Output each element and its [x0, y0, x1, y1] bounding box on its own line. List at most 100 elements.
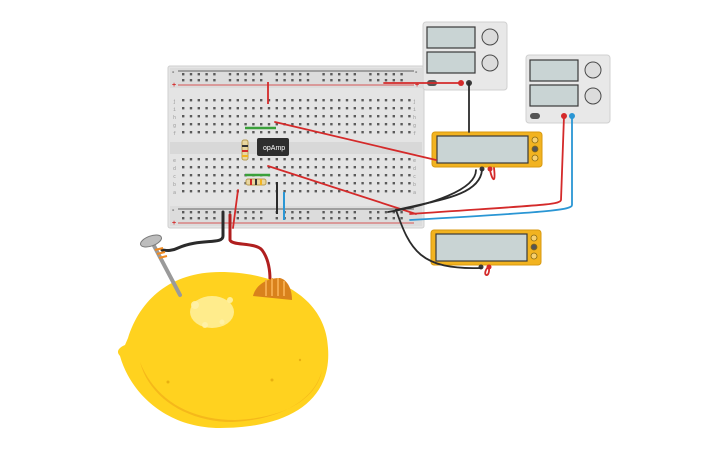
breadboard-hole[interactable]	[384, 123, 388, 126]
breadboard-hole[interactable]	[400, 115, 403, 118]
breadboard-hole[interactable]	[353, 107, 356, 110]
breadboard-hole[interactable]	[291, 99, 294, 102]
breadboard-hole[interactable]	[275, 131, 278, 134]
breadboard-hole[interactable]	[221, 190, 224, 193]
breadboard-hole[interactable]	[236, 158, 239, 161]
breadboard-hole[interactable]	[182, 217, 185, 220]
breadboard-hole[interactable]	[338, 115, 341, 118]
breadboard-hole[interactable]	[275, 79, 278, 82]
breadboard-hole[interactable]	[205, 107, 208, 110]
breadboard-hole[interactable]	[377, 107, 380, 110]
breadboard-hole[interactable]	[345, 211, 349, 214]
breadboard-hole[interactable]	[306, 131, 310, 134]
breadboard-hole[interactable]	[345, 182, 349, 185]
breadboard-hole[interactable]	[228, 107, 232, 110]
breadboard-hole[interactable]	[299, 166, 302, 169]
breadboard-hole[interactable]	[345, 131, 349, 134]
breadboard-hole[interactable]	[275, 107, 278, 110]
opamp-chip[interactable]: opAmp	[257, 138, 289, 156]
breadboard-hole[interactable]	[189, 107, 193, 110]
breadboard-hole[interactable]	[330, 182, 333, 185]
breadboard-hole[interactable]	[291, 123, 294, 126]
breadboard-hole[interactable]	[361, 174, 364, 177]
breadboard-hole[interactable]	[299, 217, 302, 220]
breadboard-hole[interactable]	[291, 73, 294, 76]
breadboard-hole[interactable]	[244, 79, 247, 82]
breadboard-hole[interactable]	[400, 73, 403, 76]
breadboard-hole[interactable]	[252, 158, 255, 161]
breadboard-hole[interactable]	[377, 174, 380, 177]
breadboard-hole[interactable]	[400, 182, 403, 185]
breadboard-hole[interactable]	[221, 99, 224, 102]
breadboard-hole[interactable]	[205, 79, 208, 82]
breadboard-hole[interactable]	[189, 211, 193, 214]
breadboard-hole[interactable]	[252, 190, 255, 193]
breadboard-hole[interactable]	[267, 190, 271, 193]
breadboard-hole[interactable]	[182, 115, 185, 118]
breadboard-hole[interactable]	[392, 73, 395, 76]
breadboard-hole[interactable]	[299, 123, 302, 126]
breadboard-hole[interactable]	[213, 211, 216, 214]
breadboard-hole[interactable]	[236, 217, 239, 220]
breadboard-hole[interactable]	[244, 217, 247, 220]
breadboard-hole[interactable]	[330, 217, 333, 220]
breadboard-hole[interactable]	[384, 73, 388, 76]
breadboard-hole[interactable]	[228, 182, 232, 185]
breadboard-hole[interactable]	[221, 166, 224, 169]
breadboard-hole[interactable]	[260, 115, 263, 118]
breadboard-hole[interactable]	[267, 131, 271, 134]
breadboard-hole[interactable]	[197, 131, 200, 134]
breadboard-hole[interactable]	[197, 123, 200, 126]
breadboard-hole[interactable]	[361, 190, 364, 193]
breadboard-hole[interactable]	[353, 73, 356, 76]
breadboard-hole[interactable]	[244, 166, 247, 169]
breadboard-hole[interactable]	[182, 174, 185, 177]
breadboard-hole[interactable]	[322, 217, 325, 220]
breadboard-hole[interactable]	[236, 123, 239, 126]
voltage-knob[interactable]	[481, 28, 499, 46]
power-switch[interactable]	[530, 113, 540, 119]
breadboard-hole[interactable]	[353, 166, 356, 169]
breadboard-hole[interactable]	[252, 131, 255, 134]
breadboard-hole[interactable]	[182, 158, 185, 161]
breadboard-hole[interactable]	[338, 158, 341, 161]
breadboard-hole[interactable]	[205, 174, 208, 177]
wires[interactable]	[160, 82, 573, 282]
breadboard-hole[interactable]	[392, 79, 395, 82]
breadboard-hole[interactable]	[299, 131, 302, 134]
breadboard-hole[interactable]	[228, 174, 232, 177]
breadboard-hole[interactable]	[322, 107, 325, 110]
breadboard-hole[interactable]	[189, 190, 193, 193]
breadboard-hole[interactable]	[299, 190, 302, 193]
com-probe-jack[interactable]	[479, 166, 485, 172]
breadboard-hole[interactable]	[377, 131, 380, 134]
breadboard-hole[interactable]	[197, 166, 200, 169]
resistor-vertical[interactable]	[241, 139, 249, 161]
breadboard-hole[interactable]	[392, 123, 395, 126]
breadboard-hole[interactable]	[260, 73, 263, 76]
breadboard-hole[interactable]	[299, 107, 302, 110]
breadboard-hole[interactable]	[291, 131, 294, 134]
breadboard-hole[interactable]	[275, 174, 278, 177]
breadboard-hole[interactable]	[369, 73, 372, 76]
breadboard-hole[interactable]	[338, 190, 341, 193]
breadboard-hole[interactable]	[213, 99, 216, 102]
breadboard-hole[interactable]	[267, 99, 271, 102]
copper-electrode[interactable]	[253, 278, 292, 300]
breadboard-hole[interactable]	[306, 190, 310, 193]
breadboard-hole[interactable]	[384, 79, 388, 82]
breadboard-hole[interactable]	[322, 115, 325, 118]
breadboard-hole[interactable]	[197, 174, 200, 177]
breadboard-hole[interactable]	[283, 73, 286, 76]
breadboard-hole[interactable]	[291, 211, 294, 214]
breadboard-hole[interactable]	[330, 166, 333, 169]
breadboard-hole[interactable]	[353, 217, 356, 220]
breadboard-hole[interactable]	[197, 158, 200, 161]
breadboard-hole[interactable]	[252, 115, 255, 118]
mode-button-v[interactable]	[530, 243, 538, 251]
breadboard-hole[interactable]	[283, 182, 286, 185]
breadboard-hole[interactable]	[221, 158, 224, 161]
breadboard-hole[interactable]	[330, 211, 333, 214]
breadboard-hole[interactable]	[275, 217, 278, 220]
